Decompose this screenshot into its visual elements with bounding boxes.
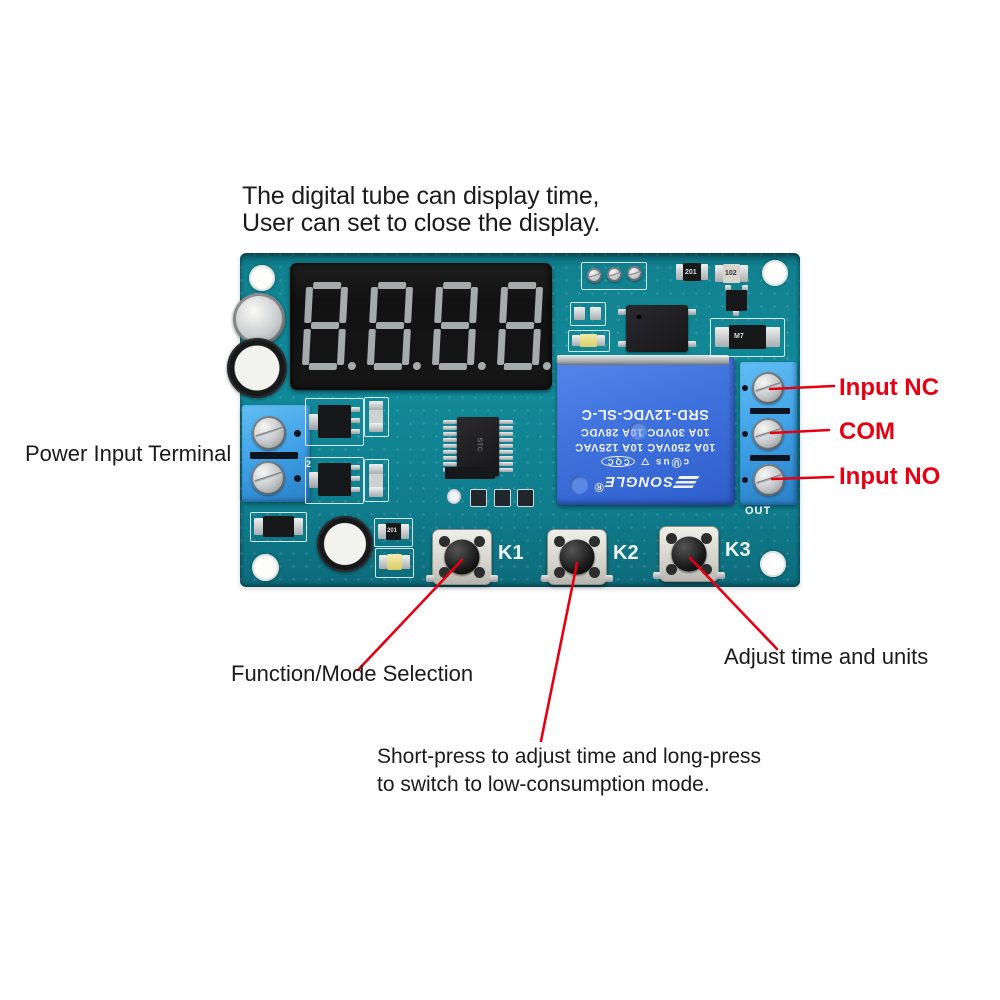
- terminal-separator: [250, 452, 298, 459]
- terminal-pin-hole: [742, 385, 748, 391]
- pin1-dot: [636, 313, 642, 319]
- title-line-1: The digital tube can display time,: [242, 182, 600, 210]
- terminal-pin-hole: [294, 430, 301, 437]
- label-com: COM: [839, 418, 895, 445]
- smd-resistor: [364, 397, 389, 437]
- line-input-nc: [768, 384, 836, 391]
- status-led: [375, 548, 414, 578]
- power-terminal-block: [242, 405, 310, 502]
- terminal-separator: [750, 408, 790, 414]
- output-terminal-block: [740, 362, 797, 505]
- diode-marking: M7: [734, 333, 744, 340]
- smd-component: [445, 467, 495, 479]
- capacitor-silver-top: [233, 293, 285, 345]
- solder-pad: [494, 489, 511, 507]
- button-k3: [653, 526, 725, 582]
- header-pads: [581, 262, 647, 290]
- smd-resistor-201b: 201: [374, 518, 413, 547]
- label-power-input-terminal: Power Input Terminal: [25, 441, 232, 466]
- power-screw-2: [251, 461, 285, 495]
- terminal-pin-hole: [742, 477, 748, 483]
- silkscreen-k1: K1: [498, 542, 524, 564]
- relay-metal-clip: [557, 355, 729, 365]
- silkscreen-2: 2: [306, 459, 312, 469]
- seven-segment-display: [290, 263, 552, 390]
- capacitor-electrolytic: [227, 338, 287, 398]
- line-input-no: [770, 475, 835, 481]
- arrow-k1-function: [356, 558, 464, 672]
- mcu-ic: STC: [443, 417, 513, 476]
- solder-pad: [470, 489, 487, 507]
- smd-resistor-201: 201: [676, 262, 708, 282]
- label-input-no: Input NO: [839, 463, 941, 490]
- optocoupler-ic: [618, 305, 696, 352]
- diode-bottom: [250, 512, 307, 542]
- title-line-2: User can set to close the display.: [242, 209, 601, 237]
- terminal-pin-hole: [294, 475, 301, 482]
- label-short-press-note: Short-press to adjust time and long-pres…: [377, 743, 761, 799]
- sot223-regulator-1: [305, 398, 364, 446]
- sot223-regulator-2: [305, 457, 364, 504]
- button-k2: [541, 529, 613, 585]
- silkscreen-k2: K2: [613, 542, 639, 564]
- relay-mold-mark: [629, 422, 647, 440]
- smd-resistor: [364, 459, 389, 502]
- relay: SONGLE® cⓊus ▽ CQC 10A 250VAC 10A 125VAC…: [557, 355, 735, 505]
- terminal-separator: [750, 455, 790, 461]
- label-adjust-time: Adjust time and units: [724, 644, 929, 669]
- pcb-board: SONGLE® cⓊus ▽ CQC 10A 250VAC 10A 125VAC…: [227, 253, 800, 587]
- arrow-k3-adjust: [688, 556, 779, 651]
- note-line-2: to switch to low-consumption mode.: [377, 773, 710, 796]
- solder-pad: [517, 489, 534, 507]
- sot23-transistor: [723, 285, 750, 316]
- silkscreen-k3: K3: [725, 539, 751, 561]
- power-screw-1: [252, 416, 286, 450]
- note-line-1: Short-press to adjust time and long-pres…: [377, 745, 762, 768]
- mounting-hole-bottom-left: [252, 554, 279, 581]
- smd-resistor-102: 102: [715, 263, 748, 284]
- silkscreen-out: OUT: [745, 505, 772, 517]
- terminal-screw-com: [752, 418, 784, 450]
- title-text: The digital tube can display time, User …: [242, 183, 600, 237]
- mounting-hole-bottom-right: [760, 551, 786, 577]
- mounting-hole-top-left: [249, 265, 275, 291]
- solder-pad: [447, 489, 461, 504]
- diode-m7: M7: [710, 318, 785, 357]
- arrow-k2-shortpress: [539, 561, 579, 743]
- smd-pads: [570, 302, 606, 326]
- mounting-hole-top-right: [762, 260, 788, 286]
- line-com: [769, 428, 831, 435]
- smd-led: [568, 330, 610, 352]
- label-function-mode: Function/Mode Selection: [231, 661, 474, 686]
- capacitor-electrolytic: [317, 516, 373, 572]
- button-k1: [426, 529, 498, 585]
- terminal-pin-hole: [742, 431, 748, 437]
- relay-mold-mark: [570, 476, 588, 494]
- label-input-nc: Input NC: [839, 374, 939, 401]
